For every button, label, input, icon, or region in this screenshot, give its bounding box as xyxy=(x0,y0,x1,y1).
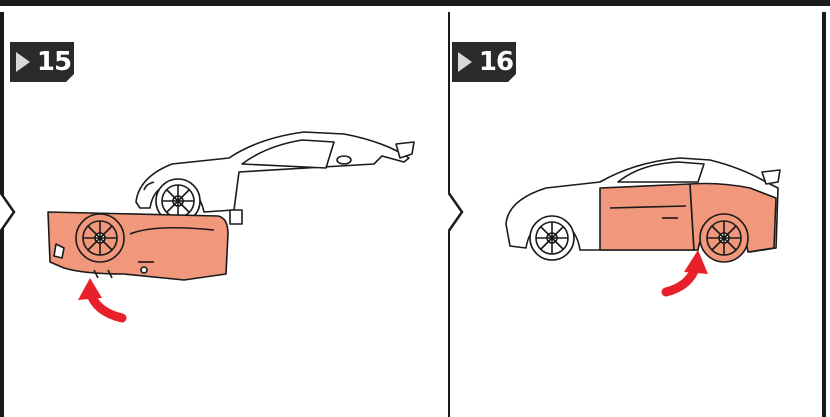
car-body-outline xyxy=(135,131,415,225)
step-badge: 16 xyxy=(452,42,516,82)
step-panel-15: 15 xyxy=(0,12,450,417)
front-wheel xyxy=(155,178,201,224)
play-triangle-icon xyxy=(458,52,472,72)
step-number: 15 xyxy=(36,47,72,77)
side-panel-part xyxy=(47,211,229,281)
step-15-illustration xyxy=(47,131,415,323)
front-wheel xyxy=(529,215,575,261)
step-number: 16 xyxy=(478,47,514,77)
step-badge: 15 xyxy=(10,42,74,82)
step-panel-16: 16 xyxy=(448,12,826,417)
play-triangle-icon xyxy=(16,52,30,72)
rear-wheel xyxy=(699,213,749,263)
panel-notch-icon xyxy=(448,192,464,232)
step-16-illustration xyxy=(505,157,781,297)
rotate-arrow-icon xyxy=(78,278,127,323)
panel-notch-icon xyxy=(0,192,16,232)
rotate-arrow-icon xyxy=(661,250,708,297)
